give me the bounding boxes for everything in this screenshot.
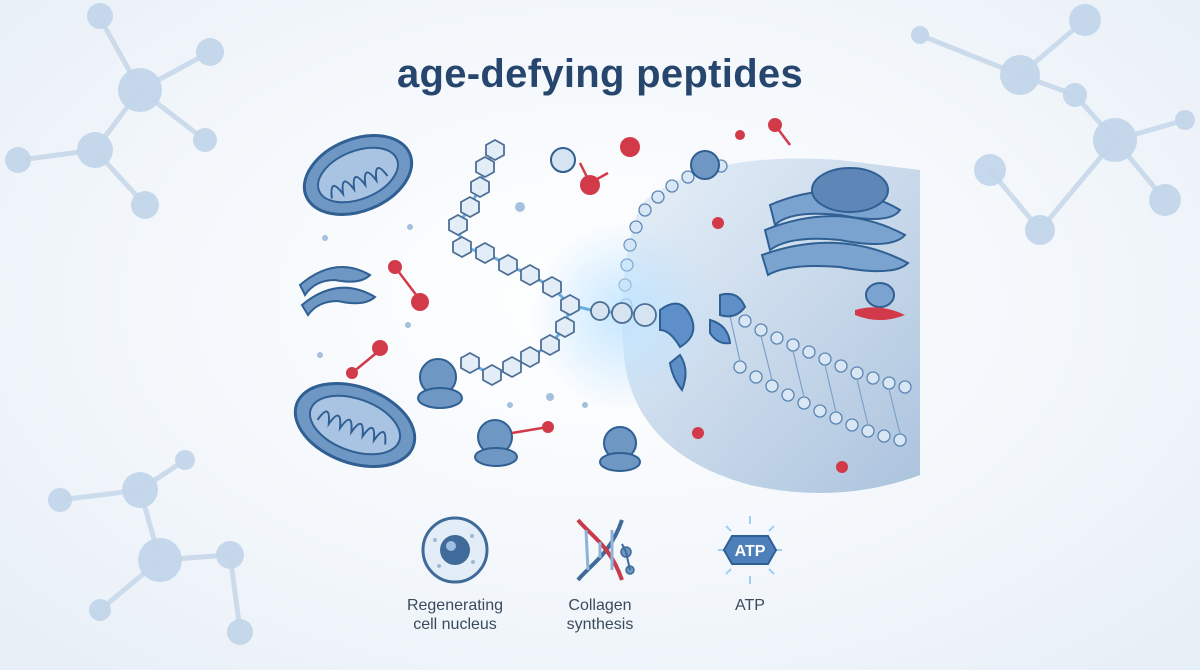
legend-label-collagen: Collagen synthesis <box>566 597 634 633</box>
cell-nucleus-icon <box>421 516 489 584</box>
red-molecule <box>346 118 848 473</box>
legend-item-cell-nucleus: Regenerating cell nucleus <box>370 510 540 634</box>
legend-label-atp: ATP <box>735 597 765 614</box>
legend-item-atp: ATP ATP <box>665 510 835 615</box>
golgi-apparatus <box>298 266 377 317</box>
dna-helix-icon <box>576 518 635 582</box>
atp-badge-icon: ATP <box>718 516 782 584</box>
cell-body <box>618 158 920 493</box>
peptide-cell-illustration <box>293 118 920 493</box>
protein-globule <box>417 147 720 472</box>
legend-label-cell-nucleus: Regenerating cell nucleus <box>406 597 504 633</box>
receptor-protein <box>659 292 747 393</box>
mitochondrion <box>302 134 414 216</box>
atp-badge-text: ATP <box>735 543 766 560</box>
page-title: age-defying peptides <box>396 52 804 96</box>
peptide-chain <box>448 138 657 387</box>
mitochondrion <box>293 381 417 469</box>
legend-item-collagen: Collagen synthesis <box>515 510 685 634</box>
